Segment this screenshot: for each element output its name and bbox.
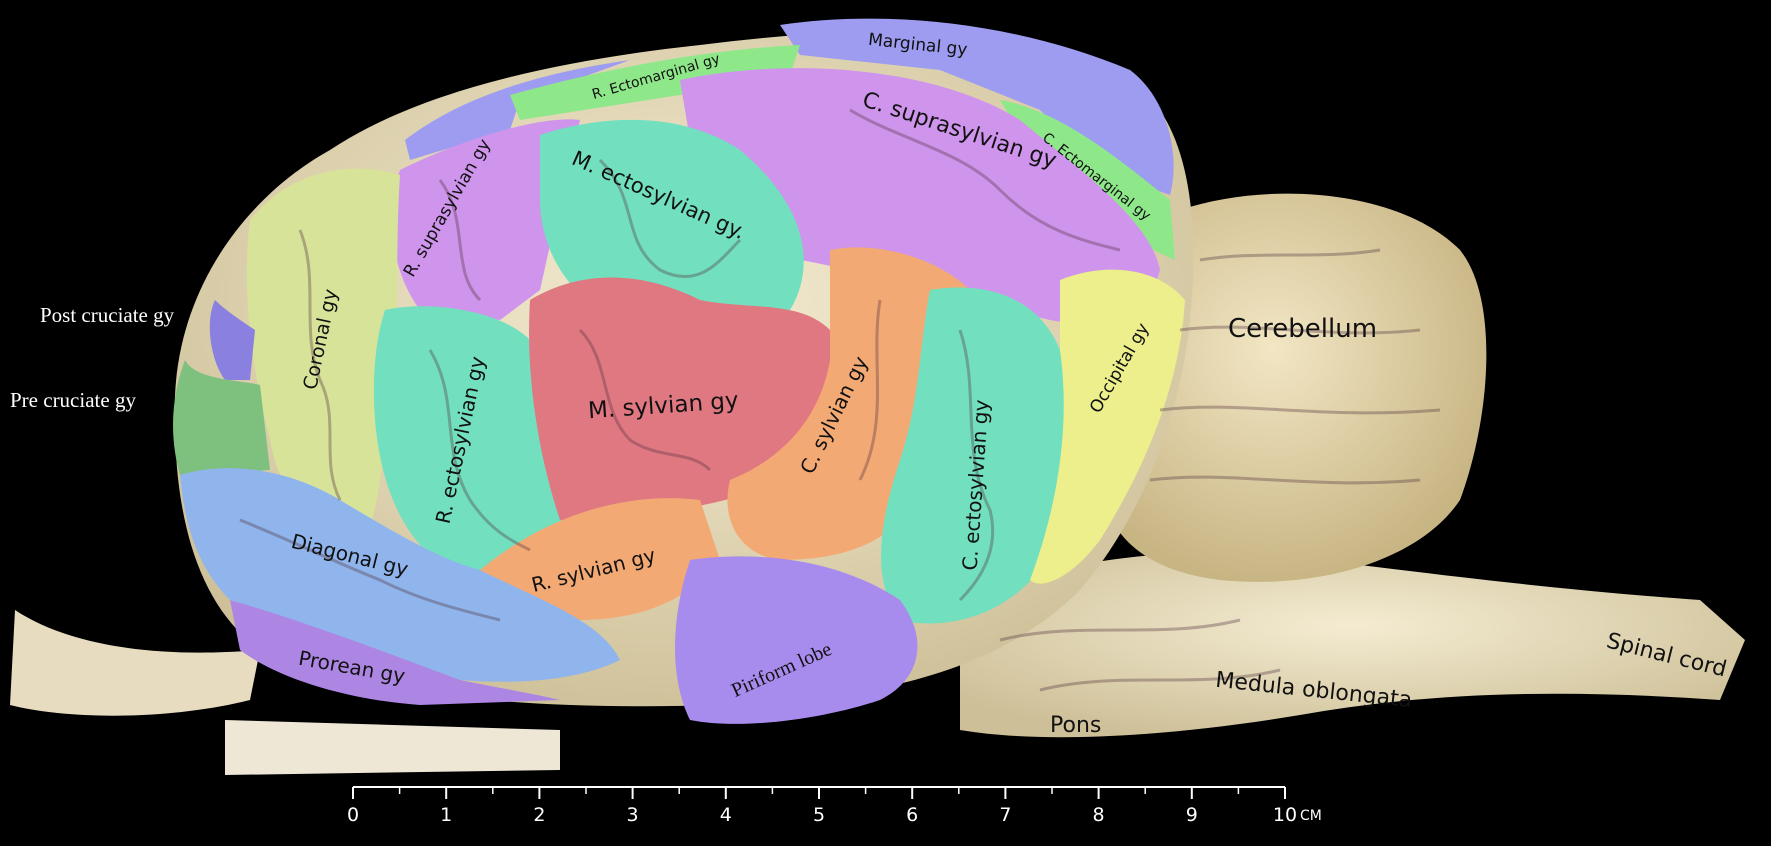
optic-nerve <box>225 720 560 775</box>
scale-tick-label: 9 <box>1185 804 1198 826</box>
label-post-cruciate-gyrus: Post cruciate gy <box>40 303 175 327</box>
label-pre-cruciate-gyrus: Pre cruciate gy <box>10 388 136 412</box>
scale-tick-label: 2 <box>533 804 546 826</box>
label-cerebellum: Cerebellum <box>1228 314 1378 344</box>
scale-unit: CM <box>1300 808 1322 824</box>
diagonal-gyrus <box>180 468 620 682</box>
rostral-suprasylvian-gyrus <box>391 119 580 320</box>
cerebellum <box>1098 193 1487 582</box>
middle-sylvian-gyrus <box>529 277 833 520</box>
occipital-gyrus <box>1030 269 1185 584</box>
rostral-sylvian-gyrus <box>480 498 720 620</box>
scale-tick-label: 5 <box>812 804 826 826</box>
sulci-texture <box>239 108 1441 692</box>
caudal-ectosylvian-gyrus <box>881 287 1064 624</box>
post-cruciate-gyrus <box>209 300 255 380</box>
piriform-lobe <box>675 556 918 724</box>
scale-tick-label: 0 <box>346 804 360 826</box>
scale-tick-label: 7 <box>999 804 1012 826</box>
olfactory-nerve <box>10 610 260 716</box>
brainstem <box>960 552 1745 738</box>
scale-bar <box>352 786 1286 799</box>
marginal-gyrus <box>780 18 1174 195</box>
scale-tick-label: 4 <box>719 804 732 826</box>
marginal-gyrus-rostral <box>405 60 630 160</box>
middle-ectosylvian-gyrus <box>540 119 804 330</box>
scale-tick-label: 10 <box>1272 804 1298 826</box>
rostral-ectosylvian-gyrus <box>373 306 564 577</box>
scale-tick-label: 1 <box>440 804 453 826</box>
coronal-gyrus <box>246 168 400 540</box>
scale-tick-label: 8 <box>1092 804 1105 826</box>
prorean-gyrus <box>230 600 560 705</box>
label-pons: Pons <box>1050 713 1102 738</box>
pre-cruciate-gyrus <box>173 360 270 475</box>
rostral-ectomarginal-gyrus <box>510 45 800 120</box>
scale-tick-label: 6 <box>906 804 919 826</box>
scale-tick-label: 3 <box>626 804 639 826</box>
